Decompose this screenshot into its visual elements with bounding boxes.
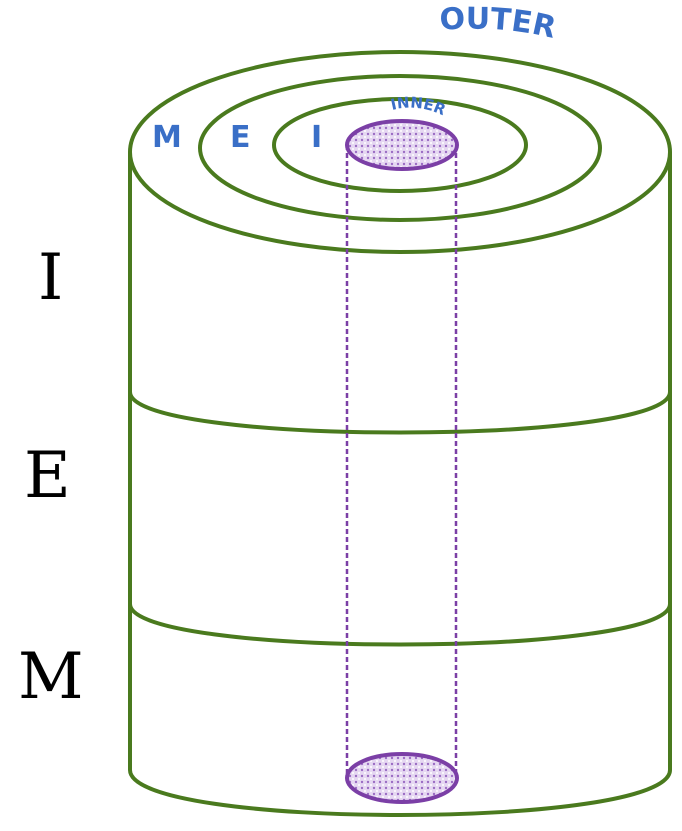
layer-divider-2	[128, 603, 672, 647]
core-tube	[345, 119, 459, 804]
top-rings	[128, 50, 672, 254]
layer-divider-1	[128, 391, 672, 435]
side-label-m: M	[18, 640, 84, 714]
ring-letter-e: E	[230, 120, 251, 155]
middle-ring	[198, 74, 602, 222]
outer-ring	[128, 50, 672, 254]
ring-letter-m: M	[152, 120, 182, 155]
side-label-i: I	[38, 241, 64, 315]
inner-ring	[272, 97, 528, 193]
core-bottom-cap	[345, 752, 459, 804]
cylinder-body	[128, 152, 672, 817]
side-label-e: E	[24, 439, 71, 513]
outer-label: OUTER	[439, 1, 559, 45]
inner-label: INNER	[389, 93, 449, 119]
core-top-cap	[345, 119, 459, 171]
cylinder-bottom-edge	[128, 769, 672, 817]
ring-letter-i: I	[311, 120, 322, 155]
